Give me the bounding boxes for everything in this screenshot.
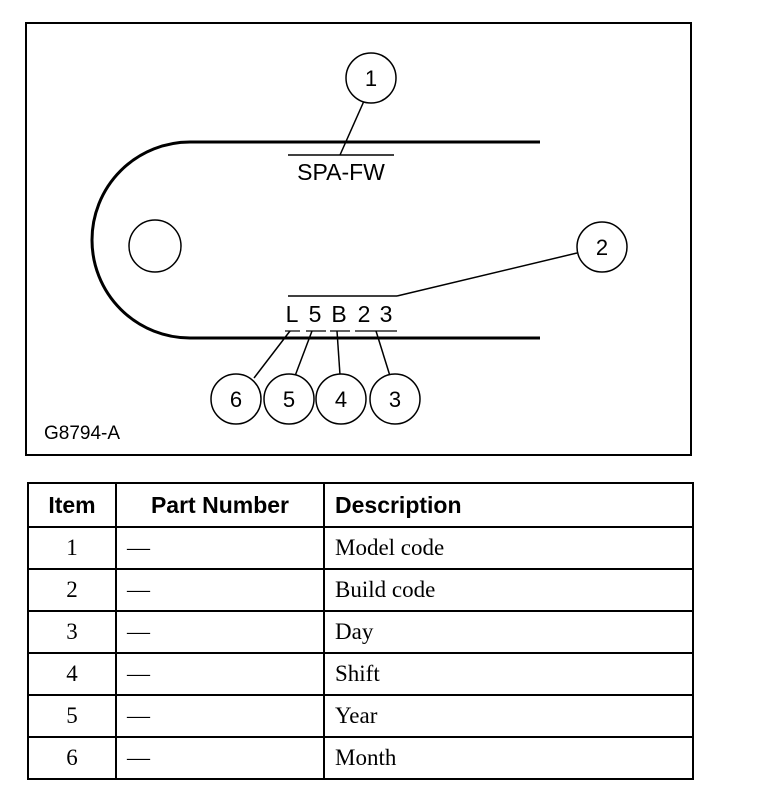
leader-line-4 (336, 330, 341, 376)
cell-part-number: — (115, 568, 325, 612)
model-code-text: SPA-FW (297, 159, 385, 185)
build-code-char-2: 2 (358, 301, 371, 327)
cell-part-number: — (115, 736, 325, 780)
table-row: 5 — Year (27, 694, 694, 738)
callout-number-1: 1 (365, 66, 377, 91)
table-row: 3 — Day (27, 610, 694, 654)
cell-description: Month (323, 736, 694, 780)
cell-item: 4 (27, 652, 117, 696)
table-row: 4 — Shift (27, 652, 694, 696)
cell-description: Day (323, 610, 694, 654)
cell-description: Model code (323, 526, 694, 570)
build-code-char-l: L (286, 301, 299, 327)
cell-part-number: — (115, 652, 325, 696)
cell-item: 5 (27, 694, 117, 738)
table-header-row: Item Part Number Description (27, 482, 694, 528)
cell-description: Build code (323, 568, 694, 612)
callout-circle-6 (210, 373, 262, 425)
callout-circle-1 (345, 52, 397, 104)
cell-part-number: — (115, 610, 325, 654)
leader-line-2 (396, 252, 578, 297)
table-row: 2 — Build code (27, 568, 694, 612)
build-code-char-b: B (331, 301, 346, 327)
cell-description: Year (323, 694, 694, 738)
build-code-char-5: 5 (309, 301, 322, 327)
leader-line-6 (253, 330, 291, 379)
callout-circle-3 (369, 373, 421, 425)
callout-number-6: 6 (230, 387, 242, 412)
header-item: Item (27, 482, 117, 528)
callout-number-5: 5 (283, 387, 295, 412)
tag-outline (90, 140, 540, 340)
leader-line-3 (375, 330, 391, 377)
cell-part-number: — (115, 694, 325, 738)
cell-item: 6 (27, 736, 117, 780)
label-diagram: SPA-FW L 5 B 2 3 1 2 3 4 5 6 G8794-A (25, 22, 692, 456)
table-row: 6 — Month (27, 736, 694, 780)
build-code-char-3: 3 (380, 301, 393, 327)
diagram-frame (25, 22, 692, 456)
callout-circle-4 (315, 373, 367, 425)
parts-table: Item Part Number Description 1 — Model c… (27, 482, 694, 780)
cell-part-number: — (115, 526, 325, 570)
table-row: 1 — Model code (27, 526, 694, 570)
header-part-number: Part Number (115, 482, 325, 528)
callout-circle-5 (263, 373, 315, 425)
cell-item: 2 (27, 568, 117, 612)
callout-number-2: 2 (596, 235, 608, 260)
figure-id: G8794-A (44, 423, 120, 444)
callout-circle-2 (576, 221, 628, 273)
callout-number-3: 3 (389, 387, 401, 412)
mounting-hole (128, 219, 182, 273)
leader-line-1 (339, 100, 365, 156)
callout-number-4: 4 (335, 387, 347, 412)
leader-line-5 (294, 330, 313, 377)
header-description: Description (323, 482, 694, 528)
cell-item: 3 (27, 610, 117, 654)
cell-item: 1 (27, 526, 117, 570)
cell-description: Shift (323, 652, 694, 696)
